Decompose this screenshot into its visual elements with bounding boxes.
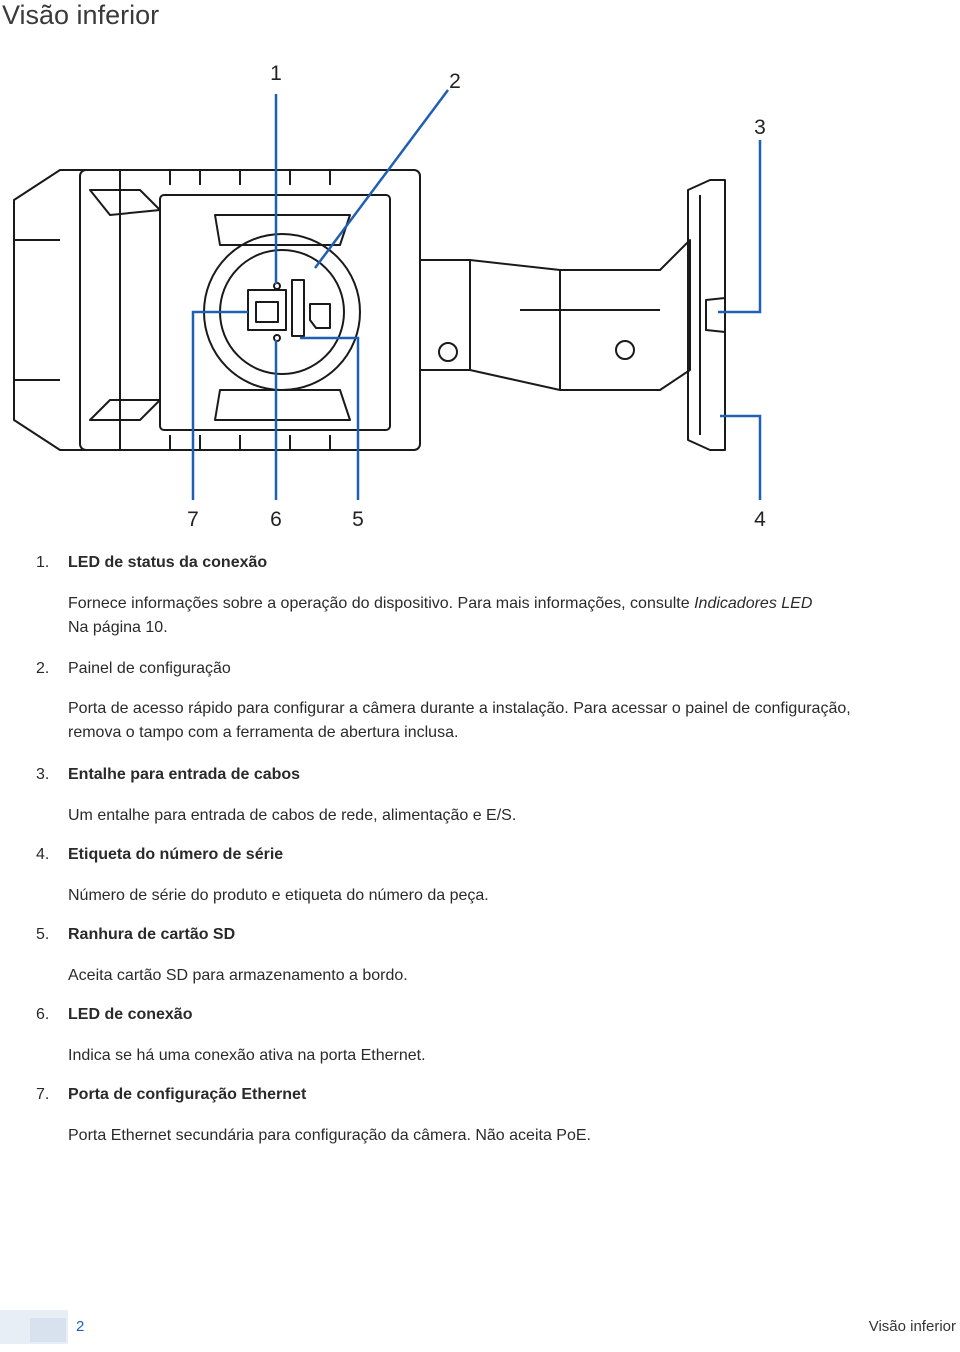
camera-drawing <box>13 89 762 500</box>
callout-5: 5 <box>352 508 364 531</box>
item-heading: 7.Porta de configuração Ethernet <box>36 1086 307 1103</box>
page-title: Visão inferior <box>2 0 160 30</box>
item-heading: 3.Entalhe para entrada de cabos <box>36 766 301 783</box>
item-description: Aceita cartão SD para armazenamento a bo… <box>68 967 408 984</box>
callout-4: 4 <box>754 508 766 531</box>
item-description: Fornece informações sobre a operação do … <box>68 595 813 636</box>
page-number: 2 <box>76 1318 85 1335</box>
item-description: Indica se há uma conexão ativa na porta … <box>68 1047 426 1064</box>
item-heading: 2.Painel de configuração <box>36 660 231 677</box>
item-heading: 5.Ranhura de cartão SD <box>36 926 236 943</box>
callout-3: 3 <box>754 116 766 139</box>
footer-decoration <box>30 1318 66 1342</box>
item-description: Número de série do produto e etiqueta do… <box>68 887 489 904</box>
callout-6: 6 <box>270 508 282 531</box>
callout-2: 2 <box>449 70 461 93</box>
item-heading: 1.LED de status da conexão <box>36 554 268 571</box>
camera-bottom-diagram: 1 2 3 4 5 6 7 <box>0 40 960 540</box>
callout-1: 1 <box>270 62 282 85</box>
item-description: Um entalhe para entrada de cabos de rede… <box>68 807 517 824</box>
item-description: Porta Ethernet secundária para configura… <box>68 1127 591 1144</box>
led-indicators-link[interactable]: Indicadores LED <box>694 595 813 612</box>
callout-7: 7 <box>187 508 199 531</box>
item-heading: 6.LED de conexão <box>36 1006 193 1023</box>
item-description: Porta de acesso rápido para configurar a… <box>68 700 851 741</box>
item-heading: 4.Etiqueta do número de série <box>36 846 284 863</box>
footer-section-title: Visão inferior <box>868 1318 956 1335</box>
